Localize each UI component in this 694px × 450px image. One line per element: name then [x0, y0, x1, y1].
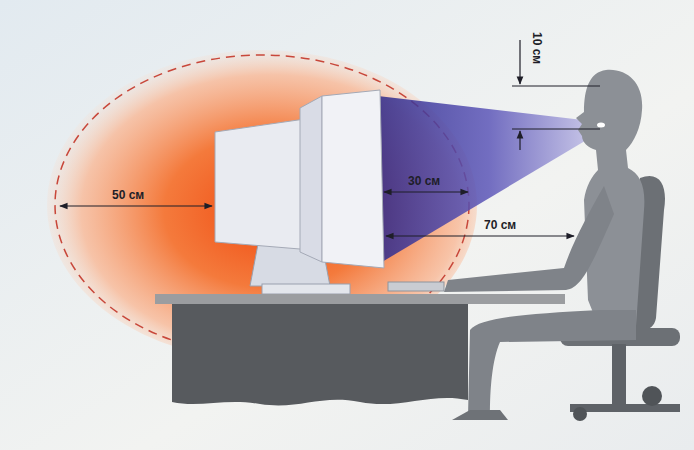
view-cone [378, 96, 600, 262]
dimension-label: 30 см [408, 174, 440, 188]
person-leg [468, 310, 636, 416]
extension-line [512, 86, 600, 87]
extension-line [512, 129, 600, 130]
chair-base [570, 404, 680, 412]
dimension-label: 70 см [484, 218, 516, 232]
person-body [576, 70, 644, 330]
desk-top [155, 294, 565, 304]
dimension-line [60, 205, 212, 206]
monitor-housing [215, 118, 312, 250]
dimension-line [384, 191, 468, 192]
chair-post [612, 344, 626, 404]
monitor-side [300, 96, 322, 262]
dimension-line [519, 131, 520, 150]
dimension-label: 10 см [530, 32, 544, 64]
chair-wheel [573, 407, 587, 421]
person-eye [597, 123, 605, 128]
chair-wheel [642, 386, 662, 406]
dimension-line [519, 40, 520, 84]
desk-body [172, 304, 468, 405]
person-arm [444, 186, 614, 292]
person-foot [452, 410, 508, 420]
monitor-front [322, 90, 384, 268]
dimension-line [386, 235, 574, 236]
dimension-label: 50 см [112, 188, 144, 202]
monitor-base [262, 284, 350, 294]
keyboard [388, 282, 444, 291]
